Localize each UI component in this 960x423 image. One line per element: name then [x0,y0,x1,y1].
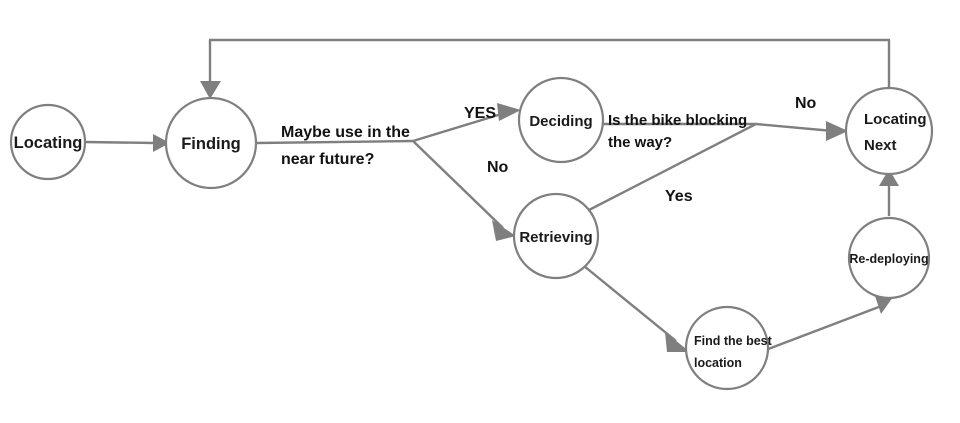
node-retrieving[interactable]: Retrieving [512,192,600,280]
edge-finding-to-branch [255,139,414,145]
node-deciding[interactable]: Deciding [517,76,605,164]
edge-find-best-location-to-re-deploying [762,293,893,353]
node-finding[interactable]: Finding [164,96,258,190]
edge-locating-to-finding [84,134,170,152]
edge-locating-next-feedback-to-finding [200,38,891,99]
node-locating-next-label-line2: Next [864,137,897,154]
edge-label-no-to-locating-next: No [795,95,817,112]
edge-label-no-lower: No [487,159,509,176]
edge-retrieving-to-junction [588,122,757,212]
node-retrieving-label: Retrieving [519,229,592,246]
edge-branch-to-deciding [412,103,521,143]
edge-retrieving-to-find-best-location [583,265,690,352]
node-locating-next[interactable]: Locating Next [844,86,934,176]
node-find-best-location-label-line2: location [694,356,742,370]
node-find-best-location-label-line1: Find the best [694,334,773,348]
edge-label-bike-blocking-line1: Is the bike blocking [608,112,747,129]
edge-label-yes-upper: YES [464,105,496,122]
edge-label-maybe-use-line2: near future? [281,151,374,168]
edge-label-maybe-use-line1: Maybe use in the [281,124,410,141]
edge-branch-to-retrieving [412,140,516,241]
node-locating-next-label-line1: Locating [864,111,927,128]
node-re-deploying-label: Re-deploying [849,252,928,266]
edge-re-deploying-to-locating-next [879,169,899,216]
node-deciding-label: Deciding [529,113,592,130]
node-re-deploying[interactable]: Re-deploying [847,216,931,300]
node-locating[interactable]: Locating [9,103,87,181]
edge-label-bike-blocking-line2: the way? [608,134,672,151]
node-finding-label: Finding [181,135,241,153]
node-find-best-location[interactable]: Find the best location [684,305,773,391]
edge-deciding-to-locating-next [603,121,848,141]
edge-label-maybe-use-question: Maybe use in the near future? [281,124,410,168]
edge-label-yes-to-locating-next: Yes [665,188,693,205]
edge-label-bike-blocking-question: Is the bike blocking the way? [608,112,747,151]
node-locating-label: Locating [14,134,83,152]
